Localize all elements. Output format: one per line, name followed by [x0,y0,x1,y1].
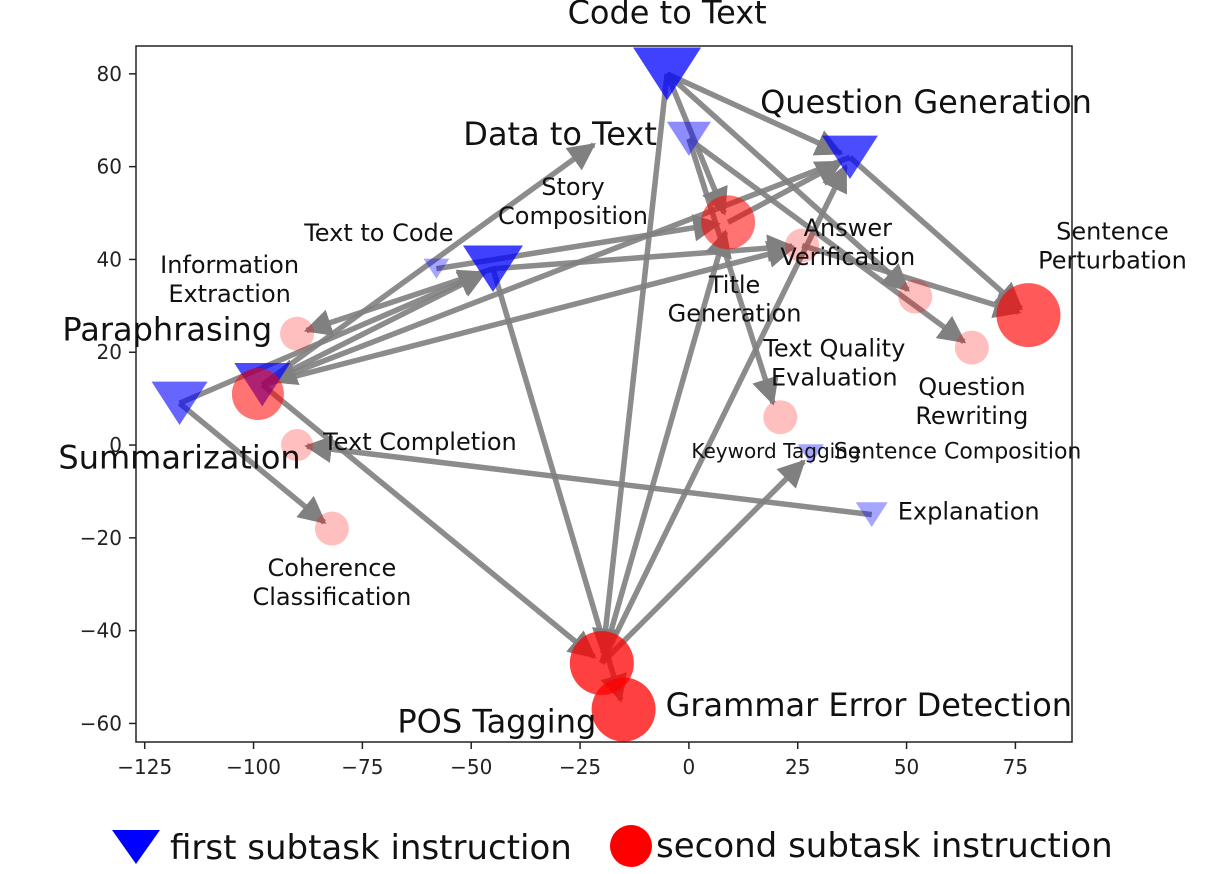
y-tick-label: 80 [97,62,122,86]
node-label-coherence_classification: Coherence [268,554,397,582]
x-axis: −125 −100 −75 −50 −25 0 25 50 75 [117,742,1028,779]
edge-arrow [261,270,487,388]
node-label-question_generation: Question Generation [760,83,1092,121]
second-subtask-marker-paraphrasing_circle [231,368,284,420]
edge-arrow [304,435,873,518]
y-tick-label: −60 [80,711,122,735]
edge-arrow [177,401,327,525]
node-label-question_rewriting: Rewriting [915,402,1028,430]
node-label-pos_tagging: POS Tagging [397,702,596,740]
edge-arrow [490,267,627,703]
y-tick-label: 20 [97,340,122,364]
first-subtask-marker-story_composition [462,245,523,292]
node-label-keyword_tagging: Keyword Tagging [691,439,860,463]
second-subtask-marker-text_completion [281,429,314,462]
x-tick-label: −25 [559,755,601,779]
second-subtask-marker-sentence_perturbation [996,283,1061,348]
edge-arrow [665,71,844,156]
node-label-question_rewriting: Question [918,373,1025,401]
x-tick-label: −50 [450,755,492,779]
legend-first-label: first subtask instruction [170,828,572,868]
second-subtask-marker-information_extraction [280,316,315,351]
edge-arrow [591,73,670,656]
node-label-text_quality_evaluation: Evaluation [771,363,898,391]
y-tick-label: 40 [97,247,122,271]
node-label-text_completion: Text Completion [322,428,517,456]
y-tick-label: −20 [80,526,122,550]
node-label-answer_verification: Verification [780,243,915,271]
node-label-information_extraction: Information [160,251,299,279]
x-tick-label: −125 [117,755,172,779]
node-label-information_extraction: Extraction [168,280,291,308]
second-subtask-marker-question_rewriting [954,330,989,365]
node-label-story_composition: Story [541,173,604,201]
first-subtask-marker-text_to_code [423,258,450,279]
node-label-answer_verification: Answer [804,214,893,242]
node-label-text_quality_evaluation: Text Quality [762,335,905,363]
first-subtask-marker-explanation [855,502,888,528]
edge-arrow [178,269,487,406]
second-subtask-marker-coherence_classification [314,511,349,546]
first-subtask-marker-question_generation [821,135,878,180]
first-subtask-marker-sentence_composition [797,444,824,465]
second-subtask-marker-grammar_error_detection [591,677,656,742]
y-tick-label: 0 [109,433,122,457]
edge-arrow [687,136,967,344]
edge-arrow [686,137,779,406]
node-label-summarization: Summarization [58,438,300,476]
second-subtask-marker-text_quality_evaluation [763,400,798,435]
legend-second-label: second subtask instruction [656,826,1113,866]
node-group [151,47,1061,742]
node-label-text_to_code: Text to Code [303,219,453,247]
second-subtask-marker-title_generation [785,228,820,263]
y-tick-label: −40 [80,619,122,643]
legend: first subtask instruction second subtask… [112,825,1113,868]
first-subtask-marker-code_to_text [633,47,702,101]
y-axis: −60 −40 −20 0 20 40 60 80 [80,62,136,735]
y-tick-label: 60 [97,155,122,179]
node-label-story_composition: Composition [498,202,648,230]
node-label-code_to_text: Code to Text [568,0,767,31]
node-label-title_generation: Generation [668,300,802,328]
node-label-explanation: Explanation [898,497,1040,525]
node-label-paraphrasing: Paraphrasing [62,310,272,348]
second-subtask-marker-answer_verification [898,279,933,314]
edge-arrow [269,154,851,386]
plot-frame [135,45,1073,743]
x-tick-label: 75 [1003,755,1028,779]
legend-first-marker [112,830,160,864]
edge-arrow [261,240,796,388]
legend-second-marker [610,825,652,867]
node-label-data_to_text: Data to Text [463,115,657,153]
edge-arrow [260,382,597,659]
x-tick-label: 25 [785,755,810,779]
x-tick-label: 0 [683,755,696,779]
node-label-sentence_composition: Sentence Composition [834,440,1082,465]
node-label-title_generation: Title [708,271,760,299]
node-label-sentence_perturbation: Perturbation [1038,246,1187,274]
edge-arrow [599,459,806,666]
x-tick-label: −100 [226,755,281,779]
first-subtask-marker-summarization [151,381,208,425]
node-label-coherence_classification: Classification [253,583,412,611]
edge-arrow [599,229,732,664]
second-subtask-marker-title_generation_circle [701,195,756,250]
node-label-grammar_error_detection: Grammar Error Detection [666,686,1072,724]
first-subtask-marker-data_to_text [666,121,711,156]
x-tick-label: 50 [894,755,919,779]
node-label-sentence_perturbation: Sentence [1056,218,1169,246]
edge-arrow [801,242,1022,319]
x-tick-label: −75 [341,755,383,779]
edge-arrow [848,155,1024,311]
edge-arrow [492,234,795,272]
